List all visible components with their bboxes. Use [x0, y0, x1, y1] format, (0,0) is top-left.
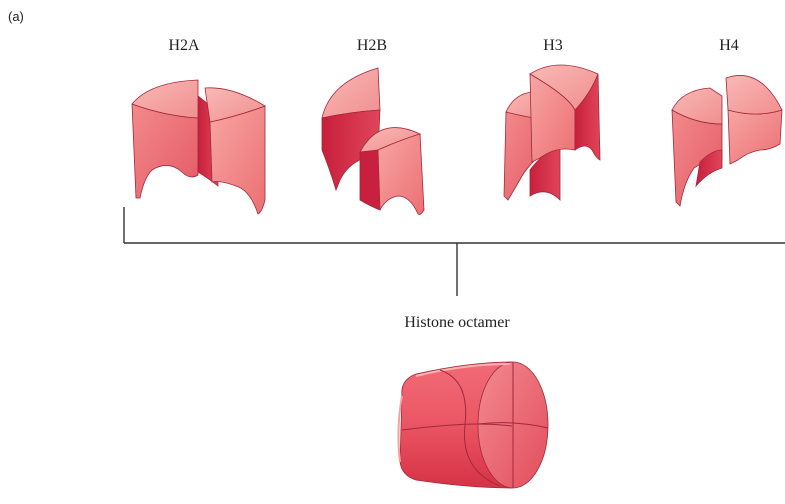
h4-histone-shape	[672, 75, 782, 206]
histone-label-h2b: H2B	[357, 37, 387, 54]
octamer-label: Histone octamer	[404, 314, 510, 331]
h3-histone-shape	[504, 65, 600, 200]
grouping-bracket	[124, 207, 785, 296]
h2b-histone-shape	[322, 68, 424, 215]
histone-label-h4: H4	[719, 37, 739, 54]
histone-label-h3: H3	[543, 37, 563, 54]
histone-label-h2a: H2A	[168, 37, 200, 54]
panel-label: (a)	[8, 9, 24, 24]
histone-octamer-barrel	[398, 362, 548, 488]
h2a-histone-shape	[132, 80, 265, 214]
